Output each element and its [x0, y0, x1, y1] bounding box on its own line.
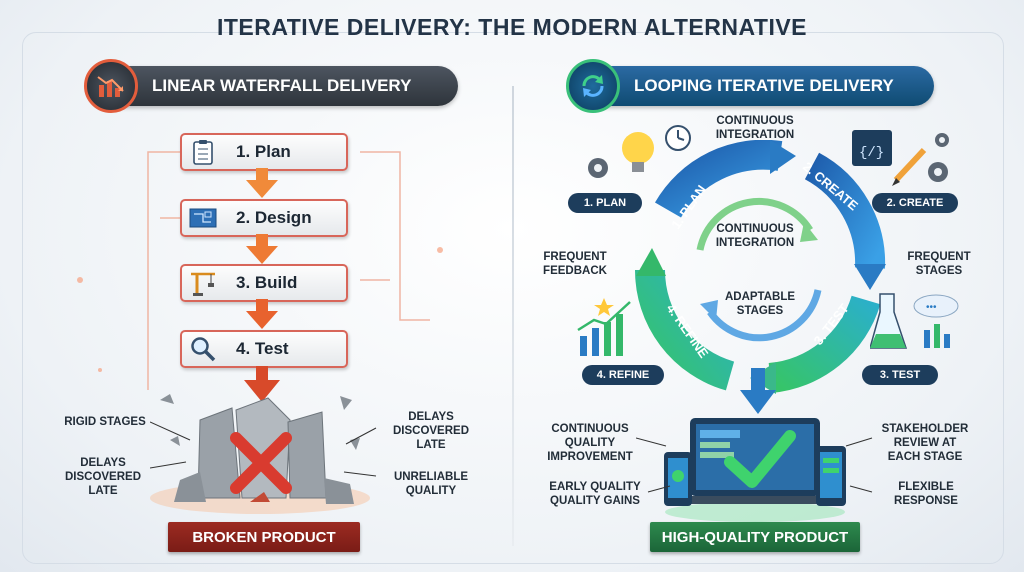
waterfall-heading-text: LINEAR WATERFALL DELIVERY [152, 76, 412, 95]
clipboard-icon [188, 138, 218, 166]
label-continuous-quality: CONTINUOUS QUALITY IMPROVEMENT [547, 423, 633, 463]
cloud-icon: ••• [913, 294, 959, 318]
test-icon-cluster: ••• [870, 293, 959, 349]
down-arrow-icon [246, 168, 278, 198]
label-delays-left: DELAYS DISCOVERED LATE [64, 457, 142, 497]
down-arrow-icon [246, 299, 278, 329]
step-label: 1. Plan [236, 142, 291, 161]
waterfall-down-arrows [244, 168, 280, 402]
label-flexible-response: FLEXIBLE RESPONSE [894, 481, 958, 507]
tablet-icon [816, 446, 846, 506]
high-quality-product-text: HIGH-QUALITY PRODUCT [661, 528, 849, 546]
label-unreliable-quality: UNRELIABLE QUALITY [393, 471, 469, 497]
label-ci-top: CONTINUOUS INTEGRATION [715, 115, 795, 141]
label-early-quality: EARLY QUALITY QUALITY GAINS [549, 481, 641, 507]
bar-chart-icon [924, 324, 950, 348]
lightbulb-icon [622, 132, 654, 172]
stage-pill-plan: 1. PLAN [568, 193, 642, 213]
high-quality-product-devices [664, 418, 846, 522]
iterative-heading-text: LOOPING ITERATIVE DELIVERY [634, 76, 894, 95]
step-design: 2. Design [180, 199, 348, 237]
code-window-icon: {/} [852, 130, 892, 166]
outer-frame [22, 32, 1004, 564]
center-divider [512, 86, 514, 546]
label-rigid-stages: RIGID STAGES [64, 416, 146, 428]
waterfall-circuit-lines [77, 151, 443, 390]
blueprint-icon [188, 204, 218, 232]
star-icon [594, 298, 614, 316]
refresh-cycle-icon [566, 59, 620, 113]
clock-icon [665, 125, 691, 151]
waterfall-heading: LINEAR WATERFALL DELIVERY [84, 59, 458, 113]
stage-pill-refine: 4. REFINE [582, 365, 664, 385]
flask-icon [870, 293, 908, 349]
to-product-arrow-icon [740, 368, 776, 414]
phone-icon [664, 452, 692, 506]
broken-product-rubble [150, 394, 370, 514]
broken-product-text: BROKEN PRODUCT [192, 528, 336, 546]
gear-icon [928, 133, 949, 182]
refine-icon-cluster [577, 298, 631, 356]
label-frequent-stages: FREQUENT STAGES [907, 251, 971, 277]
broken-product-banner: BROKEN PRODUCT [168, 522, 360, 552]
label-leader-lines [150, 421, 377, 477]
iterative-heading: LOOPING ITERATIVE DELIVERY [566, 59, 934, 113]
stage-pill-test: 3. TEST [862, 365, 938, 385]
high-quality-product-banner: HIGH-QUALITY PRODUCT [650, 522, 860, 552]
step-build: 3. Build [180, 264, 348, 302]
svg-text:{/}: {/} [859, 145, 884, 161]
down-arrow-icon [246, 234, 278, 264]
svg-text:•••: ••• [926, 302, 937, 313]
pencil-icon [892, 147, 927, 186]
iterative-cycle: 1. PLAN 2. CREATE 3. TEST 4. REFINE [634, 140, 886, 394]
step-label: 2. Design [236, 208, 312, 227]
rising-chart-icon [577, 301, 631, 356]
down-arrow-icon [244, 366, 280, 402]
label-ci-inner: CONTINUOUS INTEGRATION [715, 223, 795, 249]
label-adaptable-stages: ADAPTABLE STAGES [724, 291, 796, 317]
create-icon-cluster: {/} [852, 130, 949, 186]
label-frequent-feedback: FREQUENT FEEDBACK [543, 251, 607, 277]
label-stakeholder-review: STAKEHOLDER REVIEW AT EACH STAGE [881, 423, 969, 463]
stage-pill-create: 2. CREATE [872, 193, 958, 213]
step-label: 3. Build [236, 273, 298, 292]
page-title: ITERATIVE DELIVERY: THE MODERN ALTERNATI… [216, 14, 808, 40]
magnifier-icon [188, 335, 218, 363]
checkmark-icon [724, 430, 796, 488]
error-x-icon [230, 432, 292, 494]
step-plan: 1. Plan [180, 133, 348, 171]
outcome-leader-lines [636, 437, 873, 493]
plan-icon-cluster [588, 125, 691, 178]
step-label: 4. Test [236, 339, 289, 358]
label-delays-right: DELAYS DISCOVERED LATE [392, 411, 470, 451]
declining-chart-icon [84, 59, 138, 113]
crane-icon [188, 269, 218, 297]
gear-icon [588, 158, 608, 178]
